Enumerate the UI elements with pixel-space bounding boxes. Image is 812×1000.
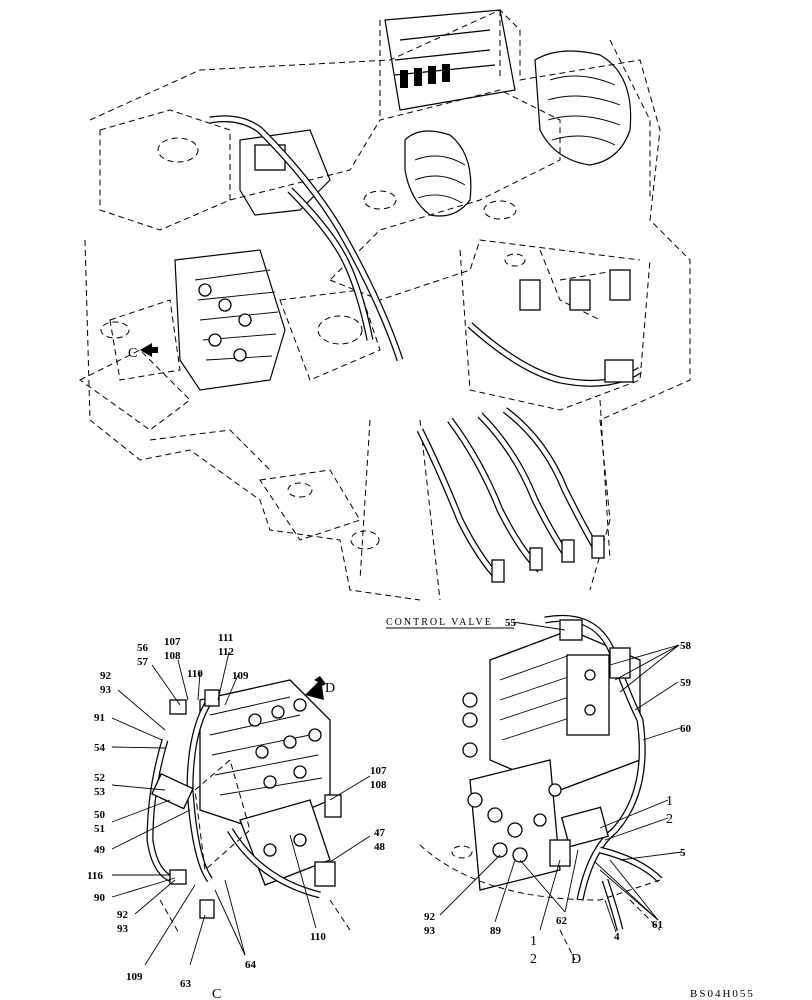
- callout-number: 57: [137, 656, 149, 668]
- detail-c-caption: C: [212, 987, 221, 1000]
- detail-d-leaders: [439, 621, 683, 933]
- view-d-arrow-label: D: [325, 681, 335, 696]
- callout-number: 92: [117, 909, 129, 921]
- callout-number: 111: [218, 632, 233, 644]
- detail-d-caption: D: [571, 952, 581, 967]
- detail-c-leaders: [111, 651, 371, 966]
- callout-number: 62: [556, 915, 568, 927]
- callout-number: 93: [100, 684, 112, 696]
- callout-number: 110: [187, 668, 203, 680]
- callout-number: 47: [374, 827, 386, 839]
- callout-number: 92: [100, 670, 112, 682]
- view-d-arrow-icon: [305, 676, 326, 700]
- callout-number: 50: [94, 809, 106, 821]
- callout-number: 108: [370, 779, 387, 791]
- callout-number: 63: [180, 978, 192, 990]
- detail-c-callouts: 56 57 107 108 111 112 110 109 92 93 91 5…: [87, 632, 387, 990]
- detail-c-view: D 56 57: [87, 632, 387, 1000]
- callout-number: 61: [652, 919, 663, 931]
- callout-number: 53: [94, 786, 106, 798]
- callout-number: 51: [94, 823, 105, 835]
- callout-number: 109: [232, 670, 249, 682]
- main-assembly-view: C: [79, 9, 691, 601]
- callout-number: 5: [680, 847, 686, 859]
- callout-number: 2: [530, 952, 537, 967]
- callout-number: 52: [94, 772, 106, 784]
- callout-number: 59: [680, 677, 692, 689]
- callout-number: 116: [87, 870, 103, 882]
- callout-number: 58: [680, 640, 692, 652]
- callout-number: 89: [490, 925, 502, 937]
- callout-number: 60: [680, 723, 692, 735]
- callout-number: 64: [245, 959, 257, 971]
- callout-number: 2: [666, 812, 673, 827]
- callout-number: 110: [310, 931, 326, 943]
- callout-number: 107: [164, 636, 181, 648]
- callout-number: 1: [666, 794, 673, 809]
- callout-number: 48: [374, 841, 386, 853]
- drawing-code: BS04H055: [690, 988, 755, 1000]
- callout-number: 108: [164, 650, 181, 662]
- callout-number: 49: [94, 844, 106, 856]
- detail-d-callouts: 55 58 59 60 1 2 5 61 4 62 89 92 93 1 2: [424, 617, 692, 967]
- callout-number: 93: [424, 925, 436, 937]
- callout-number: 90: [94, 892, 106, 904]
- callout-number: 109: [126, 971, 143, 983]
- view-c-arrow-icon: [140, 343, 158, 357]
- callout-number: 92: [424, 911, 436, 923]
- callout-number: 4: [614, 931, 620, 943]
- callout-number: 112: [218, 646, 234, 658]
- callout-number: 54: [94, 742, 106, 754]
- callout-number: 1: [530, 934, 537, 949]
- callout-number: 107: [370, 765, 387, 777]
- control-valve-header: CONTROL VALVE: [386, 617, 493, 628]
- view-c-arrow-label: C: [128, 346, 137, 361]
- callout-number: 55: [505, 617, 517, 629]
- detail-d-view: CONTROL VALVE: [386, 614, 692, 967]
- callout-number: 91: [94, 712, 105, 724]
- callout-number: 93: [117, 923, 129, 935]
- callout-number: 56: [137, 642, 149, 654]
